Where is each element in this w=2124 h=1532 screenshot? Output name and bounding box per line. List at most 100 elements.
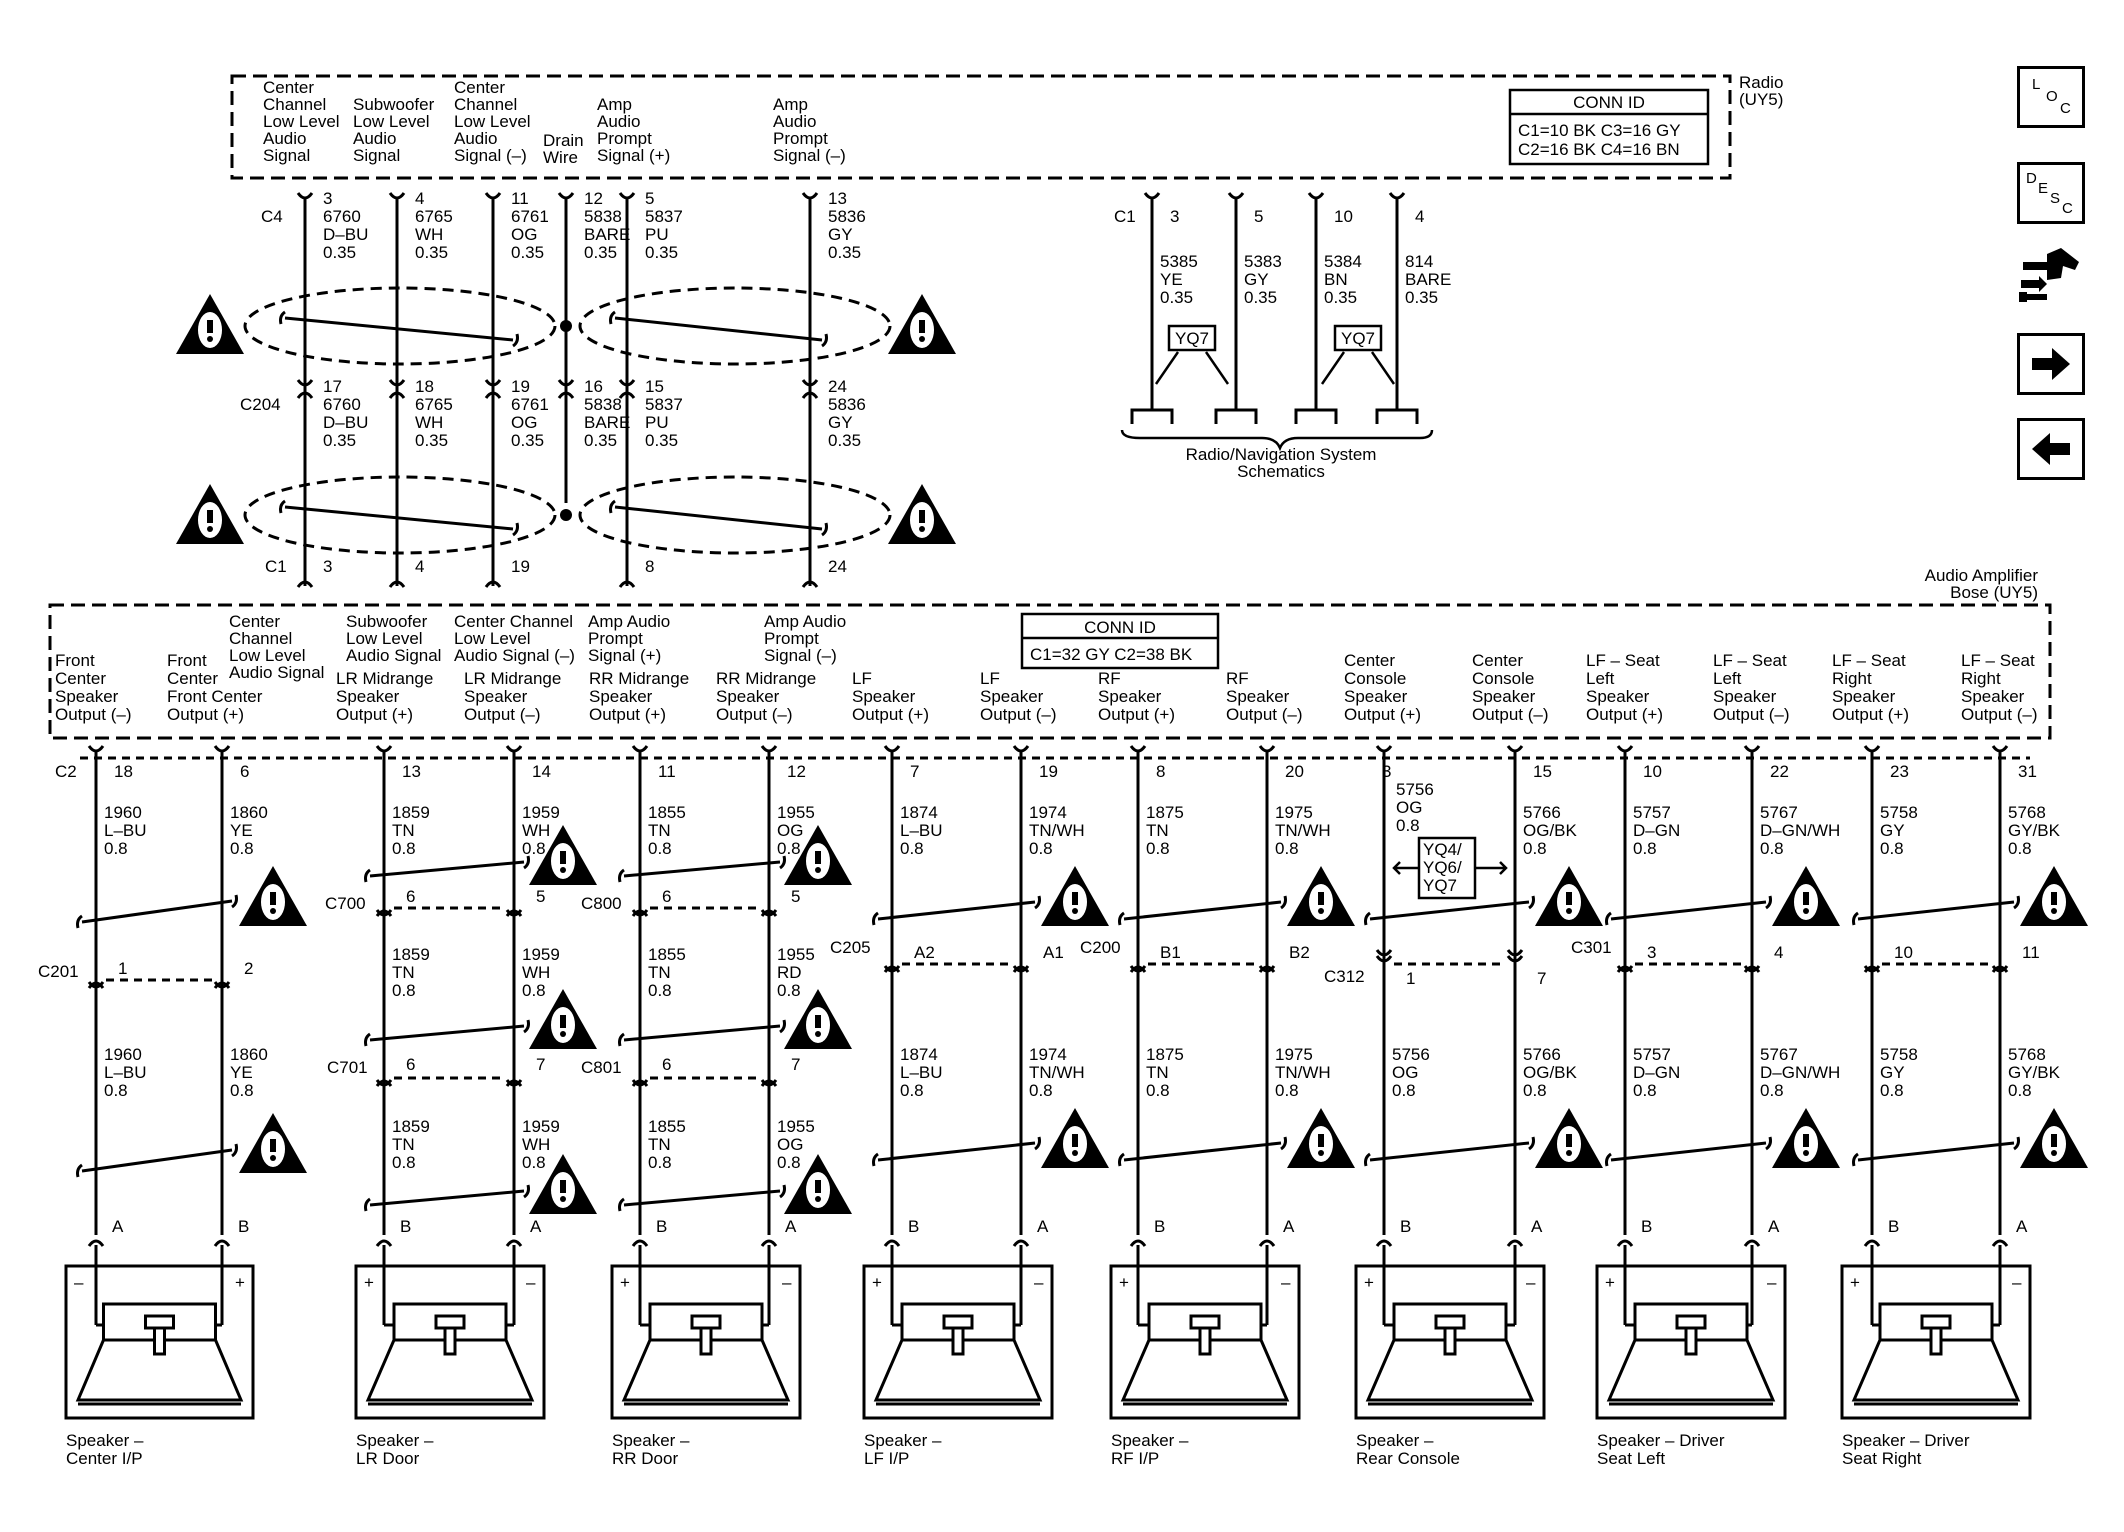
lower-wire-circuit-4: 1855 — [648, 945, 686, 964]
desc-button[interactable]: D E S C — [2017, 162, 2085, 224]
lower-wire-circuit-8: 1875 — [1146, 1045, 1184, 1064]
previous-page-button[interactable] — [2017, 418, 2085, 480]
connector-view-button[interactable] — [2017, 240, 2085, 312]
amp-output-label-14: Right — [1832, 669, 1872, 688]
c204-wire-5-pin: 24 — [828, 377, 847, 396]
speaker-polarity-7-0: + — [1850, 1273, 1860, 1292]
amp-input-label-4: Prompt — [764, 629, 819, 648]
c204-wire-2-color: OG — [511, 413, 537, 432]
c2-wire-pin-0: 18 — [114, 762, 133, 781]
amp-input-label-2: Low Level — [454, 629, 531, 648]
c204-wire-1-pin: 18 — [415, 377, 434, 396]
front-twisted-pair-upper-4-end — [2013, 895, 2020, 910]
speaker-box-3 — [862, 1264, 1054, 1420]
next-page-button[interactable] — [2017, 333, 2085, 395]
radio-signal-label-1: Low Level — [353, 112, 430, 131]
mid-connector-pin-7-0: 10 — [1894, 943, 1913, 962]
amp-output-label-14: Speaker — [1832, 687, 1896, 706]
mid-connector-pin-4-0: B1 — [1160, 943, 1181, 962]
warning-icon-front-upper-4 — [2020, 866, 2088, 926]
warning-icon-speaker-3-mark — [560, 1015, 566, 1028]
speaker-twisted-pair-7 — [623, 1189, 781, 1207]
c2-wire-circuit-11: 5766 — [1523, 803, 1561, 822]
nav-reference-line2: Schematics — [1237, 462, 1325, 481]
nav-wire-end-2 — [1294, 408, 1338, 424]
c2-wire-circuit-15: 5768 — [2008, 803, 2046, 822]
speaker-pin-5-0: B — [1400, 1217, 1411, 1236]
amplifier-title-line1: Audio Amplifier — [1925, 566, 2039, 585]
radio-signal-label-1: Signal — [353, 146, 400, 165]
c2-terminal-1 — [213, 745, 231, 753]
door-wire-gauge-2: 0.8 — [648, 1153, 672, 1172]
mid-connector-pin-3-0: A2 — [914, 943, 935, 962]
lower-wire-gauge-4: 0.8 — [648, 981, 672, 1000]
c204-wire-1-color: WH — [415, 413, 443, 432]
c4-wire-5-pin: 13 — [828, 189, 847, 208]
twisted-pair-4 — [614, 505, 823, 531]
speaker-name-line1-6: Speaker – Driver — [1597, 1431, 1725, 1450]
speaker-twisted-pair-1-end — [231, 1143, 238, 1158]
amp-output-label-12: Left — [1586, 669, 1615, 688]
speaker-twisted-pair-0 — [81, 899, 233, 924]
lower-wire-circuit-7: 1974 — [1029, 1045, 1067, 1064]
amp-output-label-15: Right — [1961, 669, 2001, 688]
speaker-pin-7-1: A — [2016, 1217, 2028, 1236]
mid-connector-label-0: C201 — [38, 962, 79, 981]
loc-letter-c: C — [2060, 100, 2071, 117]
amp-output-label-11: Output (–) — [1472, 705, 1549, 724]
speaker-twisted-pair-2-end — [364, 868, 371, 883]
lower-wire-gauge-15: 0.8 — [2008, 1081, 2032, 1100]
amp-output-label-1: Output (+) — [167, 705, 244, 724]
radio-signal-label-5: Amp — [773, 95, 808, 114]
shield-junction-1 — [560, 320, 572, 332]
mid-connector-pin-2-0: 6 — [662, 887, 671, 906]
twisted-pair-4-end — [609, 499, 616, 514]
speaker-name-line1-4: Speaker – — [1111, 1431, 1189, 1450]
speaker-box-5 — [1354, 1264, 1546, 1420]
speaker-pin-4-0: B — [1154, 1217, 1165, 1236]
c4-wire-0-circuit: 6760 — [323, 207, 361, 226]
speaker-twisted-pair-0-end — [76, 914, 83, 929]
speaker-pin-4-1: A — [1283, 1217, 1295, 1236]
amp-output-label-0: Output (–) — [55, 705, 132, 724]
nav-wire-pin-1: 5 — [1254, 207, 1263, 226]
c2-wire-circuit-14: 5758 — [1880, 803, 1918, 822]
nav-option-arrow-0 — [1154, 351, 1180, 385]
c2-wire-gauge-6: 0.8 — [900, 839, 924, 858]
c2-wire-color-7: TN/WH — [1029, 821, 1085, 840]
nav-option-box-0 — [1167, 324, 1217, 352]
amp-output-label-15: Output (–) — [1961, 705, 2038, 724]
amp-output-label-13: Output (–) — [1713, 705, 1790, 724]
radio-title: Radio — [1739, 73, 1783, 92]
front-twisted-pair-lower-1-end — [1280, 1136, 1287, 1151]
speaker-polarity-0-0: – — [74, 1273, 84, 1292]
lower-wire-gauge-1: 0.8 — [230, 1081, 254, 1100]
amplifier-conn-id-title: CONN ID — [1084, 618, 1156, 637]
c204-wire-3-pin: 16 — [584, 377, 603, 396]
speaker-terminal-1-1 — [505, 1239, 523, 1247]
c204-wire-1-gauge: 0.35 — [415, 431, 448, 450]
amp-output-label-5: Output (–) — [716, 705, 793, 724]
nav-wire-circuit-1: 5383 — [1244, 252, 1282, 271]
warning-icon-front-upper-1 — [1287, 866, 1355, 926]
c204-wire-5-color: GY — [828, 413, 853, 432]
mid-connector-pin-5-1: 7 — [1537, 969, 1546, 988]
speaker-pin-3-1: A — [1037, 1217, 1049, 1236]
radio-conn-id-row2: C2=16 BK C4=16 BN — [1518, 140, 1680, 159]
c2-wire-pin-6: 7 — [910, 762, 919, 781]
front-twisted-pair-upper-1-end — [1118, 911, 1125, 926]
c2-wire-pin-2: 13 — [402, 762, 421, 781]
speaker-cone-2 — [621, 1339, 791, 1402]
shield-ellipse-2 — [578, 286, 892, 366]
warning-icon-speaker-1-dot — [270, 1155, 276, 1161]
c2-wire-circuit-1: 1860 — [230, 803, 268, 822]
radio-signal-label-0: Signal — [263, 146, 310, 165]
c4-wire-3-pin: 12 — [584, 189, 603, 208]
c2-wire-gauge-9: 0.8 — [1275, 839, 1299, 858]
warning-icon-speaker-4-dot — [560, 1196, 566, 1202]
loc-letter-l: L — [2032, 76, 2041, 93]
lower-wire-color-4: TN — [648, 963, 671, 982]
warning-icon-speaker-6-dot — [815, 1031, 821, 1037]
loc-button[interactable]: L O C — [2017, 66, 2085, 128]
c204-wire-4-pin: 15 — [645, 377, 664, 396]
